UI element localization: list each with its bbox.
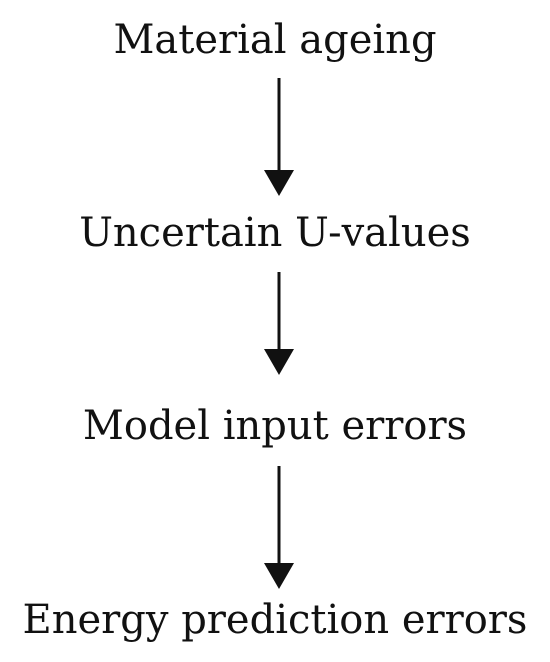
arrow-2: [264, 272, 294, 375]
step-material-ageing: Material ageing: [113, 17, 437, 63]
step-energy-prediction-errors: Energy prediction errors: [22, 597, 528, 643]
step-uncertain-u-values: Uncertain U-values: [79, 210, 471, 256]
step-model-input-errors: Model input errors: [82, 403, 468, 449]
arrow-1: [264, 78, 294, 196]
arrow-3: [264, 466, 294, 589]
